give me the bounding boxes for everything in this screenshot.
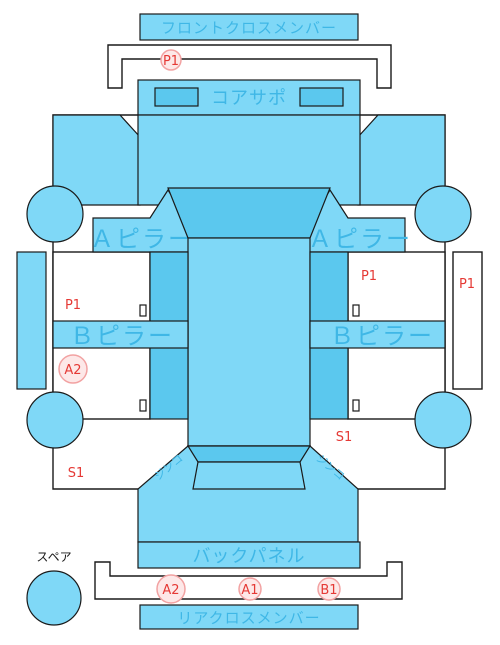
- a1-rear-marker: [238, 577, 262, 601]
- back-panel[interactable]: [137, 541, 361, 569]
- spare-label: スペア: [36, 550, 71, 564]
- left-rocker-panel[interactable]: [16, 251, 47, 390]
- right-front-door-slot: [352, 304, 360, 317]
- rear-cross-member-panel[interactable]: [139, 604, 359, 630]
- p1-front-label: P1: [163, 54, 179, 69]
- trunk-lid[interactable]: [192, 461, 306, 490]
- b1-rear-label: B1: [320, 583, 337, 598]
- a-pillar-right-label: Ａピラー: [308, 225, 412, 253]
- a2-rear-label: A2: [162, 583, 179, 598]
- hood-area[interactable]: [137, 114, 361, 206]
- a1-rear-label: A1: [241, 583, 258, 598]
- b-pillar-left-label: Ｂピラー: [70, 322, 174, 350]
- a2-left-label: A2: [64, 363, 81, 378]
- right-rear-door-slot: [352, 399, 360, 412]
- front-cross-member-label: フロントクロスメンバー: [161, 19, 337, 37]
- s1-right-label: S1: [336, 430, 353, 445]
- a-pillar-left-label: Ａピラー: [90, 225, 194, 253]
- b1-rear-marker: [317, 577, 341, 601]
- spare-tire[interactable]: [26, 570, 82, 626]
- a2-left-marker: [58, 354, 88, 384]
- right-front-wheel[interactable]: [414, 185, 472, 243]
- left-front-wheel[interactable]: [26, 185, 84, 243]
- core-support-right-slot: [299, 87, 344, 107]
- a2-rear-marker: [156, 574, 186, 604]
- right-b-pillar[interactable]: [309, 320, 446, 349]
- windshield[interactable]: [167, 187, 331, 239]
- p1-right-sill-label: P1: [459, 277, 475, 292]
- rear-window[interactable]: [186, 445, 312, 463]
- p1-front-marker: [160, 49, 182, 71]
- s1-left-label: S1: [68, 466, 85, 481]
- left-front-door-slot: [139, 304, 147, 317]
- back-panel-label: バックパネル: [192, 546, 305, 567]
- p1-left-label: P1: [65, 298, 81, 313]
- front-cross-member-panel[interactable]: [139, 13, 359, 41]
- right-rocker-outline: [452, 251, 483, 390]
- left-b-pillar[interactable]: [52, 320, 189, 349]
- core-support-left-slot: [154, 87, 199, 107]
- left-rear-wheel[interactable]: [26, 391, 84, 449]
- core-support-label: コアサポ: [211, 88, 287, 109]
- b-pillar-right-label: Ｂピラー: [330, 322, 434, 350]
- left-rear-door-slot: [139, 399, 147, 412]
- rear-cross-member-label: リアクロスメンバー: [177, 609, 320, 627]
- right-rear-wheel[interactable]: [414, 391, 472, 449]
- p1-right-door-label: P1: [361, 269, 377, 284]
- roof-panel[interactable]: [187, 237, 311, 447]
